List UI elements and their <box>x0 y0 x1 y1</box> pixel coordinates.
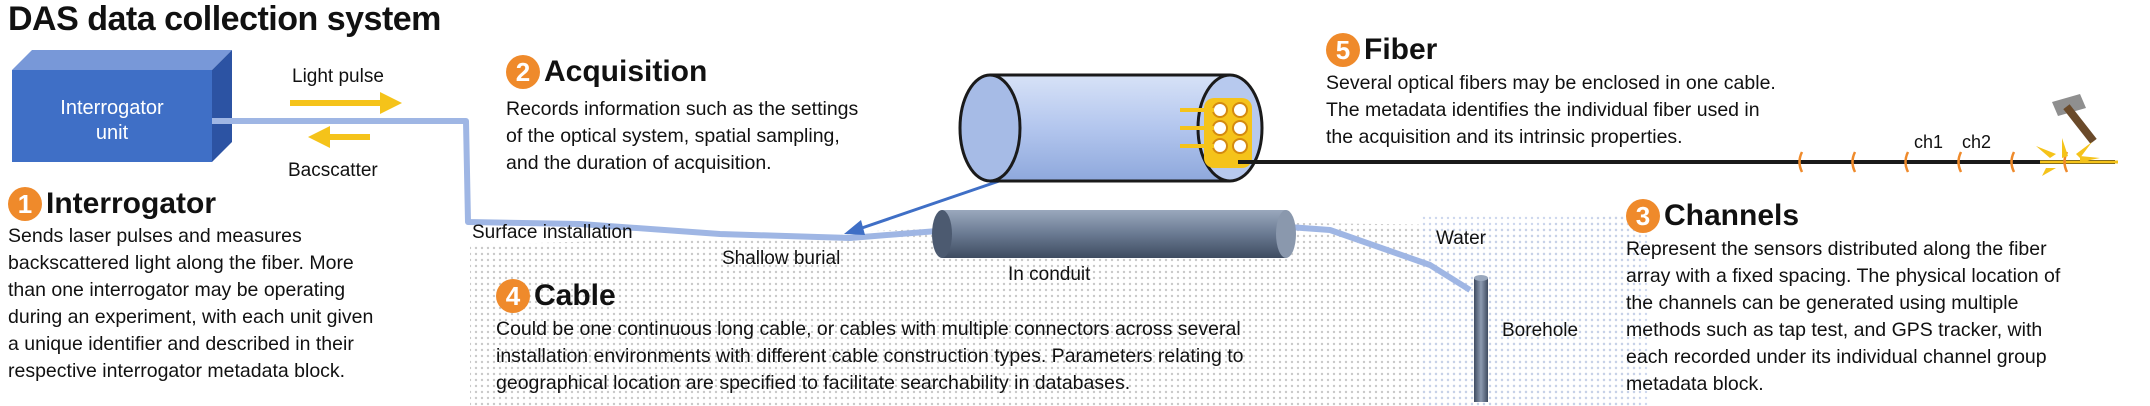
step-2-badge: 2 <box>506 55 540 90</box>
ch2-label: ch2 <box>1962 132 1992 152</box>
cable-heading-text: Cable <box>534 279 616 313</box>
channel-tick <box>1851 151 1857 173</box>
backscatter-label: Bacscatter <box>288 160 378 181</box>
cable-description: Could be one continuous long cable, or c… <box>496 316 1244 397</box>
channel-tick <box>1904 151 1910 173</box>
acquisition-heading-text: Acquisition <box>544 55 708 89</box>
channels-description: Represent the sensors distributed along … <box>1626 236 2060 398</box>
step-3-badge: 3 <box>1626 199 1660 234</box>
borehole-label: Borehole <box>1502 320 1579 341</box>
channels-line: metadata block. <box>1626 373 1764 395</box>
acquisition-arrow <box>844 176 1009 235</box>
step-4-badge: 4 <box>496 279 530 314</box>
water-label: Water <box>1436 228 1486 249</box>
backscatter-arrow <box>308 126 370 148</box>
channels-line: methods such as tap test, and GPS tracke… <box>1626 319 2043 341</box>
interrogator-unit-box <box>12 50 232 162</box>
channels-line: the channels can be generated using mult… <box>1626 292 2019 314</box>
fiber-line: Several optical fibers may be enclosed i… <box>1326 72 1776 94</box>
diagram-title: DAS data collection system <box>8 0 441 38</box>
light-pulse-arrow <box>290 92 402 114</box>
shallow-burial-label: Shallow burial <box>722 248 841 269</box>
channel-tick <box>2010 151 2016 173</box>
fiber-heading-text: Fiber <box>1364 33 1438 67</box>
cable-line: Could be one continuous long cable, or c… <box>496 318 1241 340</box>
channel-tick <box>1957 151 1963 173</box>
interrogator-heading-text: Interrogator <box>46 187 217 221</box>
acquisition-line: of the optical system, spatial sampling, <box>506 125 840 147</box>
ground-texture <box>470 215 1650 406</box>
cable-line: geographical location are specified to f… <box>496 372 1131 394</box>
cable-cylinder <box>958 73 1264 183</box>
fiber-line: the acquisition and its intrinsic proper… <box>1326 126 1683 148</box>
acquisition-line: and the duration of acquisition. <box>506 152 772 174</box>
hammer-icon <box>2052 94 2097 144</box>
interrogator-line: than one interrogator may be operating <box>8 279 346 301</box>
fiber-description: Several optical fibers may be enclosed i… <box>1326 70 1776 151</box>
cable-line: installation environments with different… <box>496 345 1244 367</box>
ch1-label: ch1 <box>1914 132 1944 152</box>
channels-heading-text: Channels <box>1664 199 1800 233</box>
acquisition-line: Records information such as the settings <box>506 98 859 120</box>
cable-path <box>212 118 1472 293</box>
channels-line: Represent the sensors distributed along … <box>1626 238 2047 260</box>
fiber-line: The metadata identifies the individual f… <box>1326 99 1760 121</box>
channels-line: each recorded under its individual chann… <box>1626 346 2047 368</box>
acquisition-description: Records information such as the settings… <box>506 96 858 177</box>
channel-tick <box>1798 151 1804 173</box>
interrogator-line: respective interrogator metadata block. <box>8 360 346 382</box>
interrogator-line: Sends laser pulses and measures <box>8 225 302 247</box>
interrogator-line: a unique identifier and described in the… <box>8 333 354 355</box>
step-5-badge: 5 <box>1326 33 1360 68</box>
interrogator-box-line2: unit <box>95 122 129 144</box>
impact-spark-icon <box>2036 138 2100 176</box>
interrogator-line: during an experiment, with each unit giv… <box>8 306 374 328</box>
interrogator-line: backscattered light along the fiber. Mor… <box>8 252 354 274</box>
interrogator-box-label: Interrogator unit <box>12 96 212 146</box>
interrogator-box-line1: Interrogator <box>60 97 164 119</box>
conduit <box>932 210 1296 258</box>
step-1-badge: 1 <box>8 187 42 222</box>
borehole <box>1474 275 1488 402</box>
interrogator-description: Sends laser pulses and measures backscat… <box>8 223 373 385</box>
light-pulse-label: Light pulse <box>292 66 384 87</box>
surface-installation-label: Surface installation <box>472 222 633 243</box>
channels-line: array with a fixed spacing. The physical… <box>1626 265 2061 287</box>
in-conduit-label: In conduit <box>1008 264 1091 285</box>
